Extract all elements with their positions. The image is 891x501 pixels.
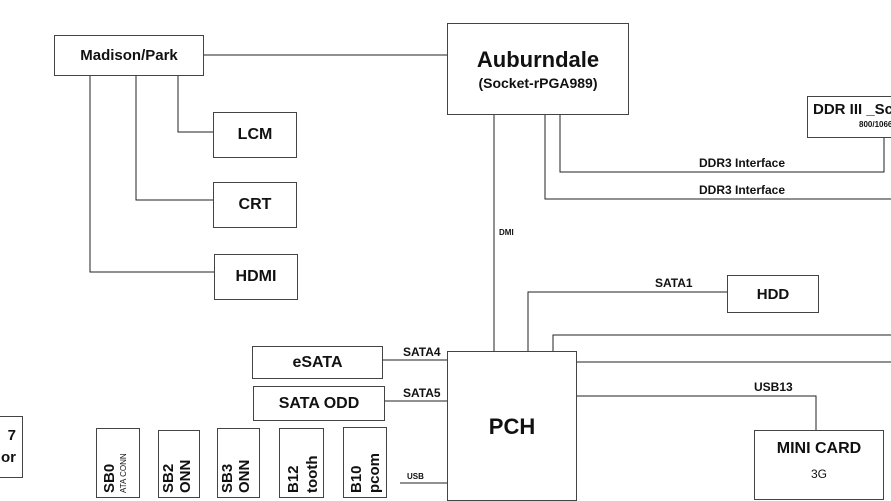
crt-block: CRT [213,182,297,228]
usb-port-3-line2: tooth [304,455,321,493]
usb-bus-label: USB [407,472,424,481]
sata1-label: SATA1 [655,276,693,290]
mini-card-block: MINI CARD 3G [754,430,884,500]
ddr3-interface-label-b: DDR3 Interface [699,183,786,197]
connection-wires [89,54,891,484]
hdmi-block: HDMI [214,254,298,300]
usb-port-1-line2: ONN [177,459,194,493]
hdd-block: HDD [727,275,819,313]
ddr-title: DDR III _Sc [813,101,891,118]
hdd-label: HDD [756,285,790,303]
esata-block: eSATA [252,346,383,379]
usb-port-4: B10 pcom [343,427,387,498]
wire-crt [135,76,214,201]
left-edge-line1: 7 [7,427,16,444]
usb-port-1-line1: SB2 [160,463,177,493]
sata5-label: SATA5 [403,386,441,400]
esata-label: eSATA [292,353,343,371]
ddr3-interface-label-a: DDR3 Interface [699,156,786,170]
pch-label: PCH [488,414,536,439]
usb-port-0-line2: ATA CONN [119,453,128,493]
usb-port-2: SB3 ONN [217,428,260,498]
left-edge-line2: or [1,449,16,466]
wire-lcm [177,76,214,133]
usb-port-4-line2: pcom [366,452,383,493]
mini-card-label: MINI CARD [776,440,862,457]
cpu-socket: (Socket-rPGA989) [478,75,598,91]
wire-usb13 [576,395,817,430]
sata4-label: SATA4 [403,345,441,359]
cpu-name: Auburndale [476,47,600,72]
pch-block: PCH [447,351,577,501]
crt-label: CRT [238,196,272,213]
wire-sata1 [527,291,727,351]
usb-port-0: SB0 ATA CONN [96,428,140,498]
wire-hdmi [89,76,214,273]
ddr-speed: 800/1066 [859,120,891,129]
gpu-label: Madison/Park [80,47,178,64]
usb-port-2-line2: ONN [236,459,253,493]
usb-port-4-line1: B10 [348,465,365,493]
wire-ddr3-a [559,115,885,173]
usb-port-3-line1: B12 [285,465,302,493]
wire-right-1 [552,334,891,351]
usb-port-2-line1: SB3 [219,463,236,493]
usb-port-1: SB2 ONN [158,430,200,498]
lcm-block: LCM [213,112,297,158]
sata-odd-label: SATA ODD [278,394,360,412]
usb-port-0-line1: SB0 [101,463,118,493]
usb-port-3: B12 tooth [279,428,324,498]
mini-card-sub: 3G [810,467,827,481]
dmi-label: DMI [499,228,514,237]
hdmi-label: HDMI [235,268,277,285]
wire-ddr3-b [544,115,891,200]
sata-odd-block: SATA ODD [253,386,385,421]
left-edge-block: 7 or [0,416,23,478]
ddr-block: DDR III _Sc 800/1066 [807,96,891,138]
gpu-madison-park: Madison/Park [54,35,204,76]
cpu-auburndale: Auburndale (Socket-rPGA989) [447,23,629,115]
lcm-label: LCM [237,126,273,143]
usb13-label: USB13 [754,380,793,394]
